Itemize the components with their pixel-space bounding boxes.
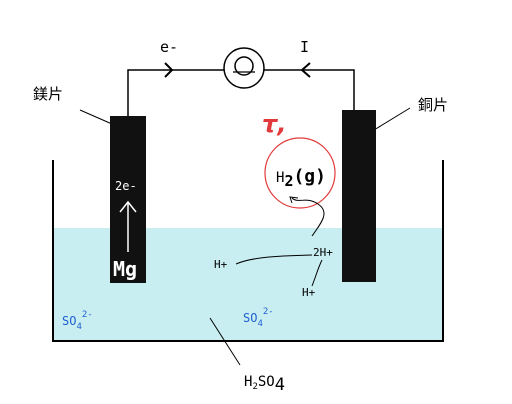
left-electrode-label: 鎂片 xyxy=(33,85,63,103)
red-mark: τ, xyxy=(262,110,286,138)
electrons-released-label: 2e- xyxy=(115,179,137,193)
gas-highlight-circle xyxy=(264,137,336,209)
current-arrow-icon xyxy=(300,62,311,78)
gas-formation-curve xyxy=(291,197,325,237)
circuit-wire-left xyxy=(127,69,224,116)
gas-subscript: 2 xyxy=(284,172,293,190)
electrolyte-label: H2SO4 xyxy=(244,374,285,395)
circuit-wire-right xyxy=(264,69,355,110)
copper-electrode xyxy=(342,110,376,282)
gas-state: (g) xyxy=(293,166,326,187)
electron-flow-label: e- xyxy=(160,38,178,56)
hydrogen-ion-center: 2H+ xyxy=(313,246,333,259)
metal-label: Mg xyxy=(113,257,137,281)
current-flow-label: I xyxy=(300,38,309,56)
hydrogen-ion-left: H+ xyxy=(214,258,228,271)
left-electrode-leader xyxy=(79,109,113,125)
right-electrode-leader xyxy=(373,107,411,131)
lamp-circle-icon xyxy=(223,47,265,89)
right-electrode-label: 銅片 xyxy=(418,96,448,114)
hydrogen-ion-bottom: H+ xyxy=(302,286,316,299)
gas-element: H xyxy=(276,170,284,186)
gas-arrow-tip xyxy=(289,196,299,204)
electrolyte-leader xyxy=(209,317,241,366)
up-arrow-icon xyxy=(119,200,137,252)
ion-path-bottom xyxy=(311,259,323,287)
sulfate-ion-left: SO42- xyxy=(62,310,93,332)
beaker xyxy=(52,160,444,342)
sulfate-ion-right: SO42- xyxy=(243,307,274,329)
ion-path-left xyxy=(235,254,313,265)
gas-product-label: H2(g) xyxy=(276,166,326,190)
electron-arrow-icon xyxy=(164,62,174,78)
magnesium-electrode xyxy=(110,116,146,283)
